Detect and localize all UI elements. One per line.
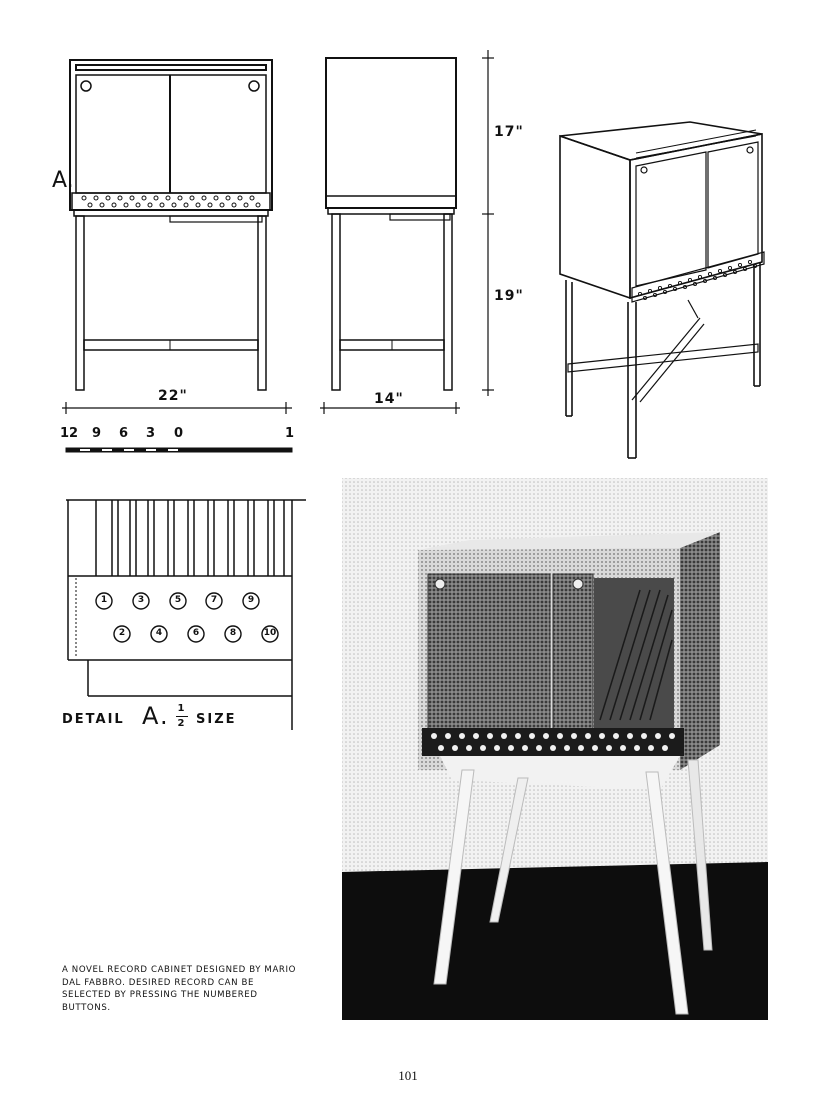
page-number: 101 bbox=[398, 1068, 418, 1083]
scale-label-1: 1 bbox=[285, 426, 295, 441]
detail-title-suffix: SIZE bbox=[196, 712, 237, 727]
detail-button-9: 9 bbox=[247, 595, 255, 605]
scale-label-9: 9 bbox=[92, 426, 102, 441]
detail-button-1: 1 bbox=[100, 595, 108, 605]
detail-button-5: 5 bbox=[174, 595, 182, 605]
scale-label-6: 6 bbox=[119, 426, 129, 441]
detail-fraction-bar bbox=[176, 716, 188, 717]
detail-button-4: 4 bbox=[155, 628, 163, 638]
scale-bar bbox=[65, 447, 293, 453]
upper-height-label: 17" bbox=[494, 124, 524, 140]
scale-label-0: 0 bbox=[174, 426, 184, 441]
photo-caption: A novel record cabinet designed by Mario… bbox=[62, 965, 296, 1013]
front-elevation bbox=[69, 59, 273, 391]
width-label: 22" bbox=[158, 388, 188, 404]
perspective-view bbox=[559, 121, 765, 459]
detail-fraction-numerator: 1 bbox=[177, 703, 187, 714]
detail-button-10: 10 bbox=[263, 628, 277, 638]
cabinet-photograph bbox=[342, 478, 768, 1020]
detail-button-7: 7 bbox=[210, 595, 218, 605]
detail-title-prefix: DETAIL bbox=[62, 712, 125, 727]
depth-label: 14" bbox=[374, 391, 404, 407]
detail-button-8: 8 bbox=[229, 628, 237, 638]
section-marker: A. bbox=[52, 168, 74, 193]
scale-label-12: 12 bbox=[60, 426, 79, 441]
detail-button-2: 2 bbox=[118, 628, 126, 638]
scale-label-3: 3 bbox=[146, 426, 156, 441]
lower-height-label: 19" bbox=[494, 288, 524, 304]
front-button-dots bbox=[81, 195, 261, 208]
side-elevation bbox=[325, 50, 494, 396]
detail-button-6: 6 bbox=[192, 628, 200, 638]
detail-drawing bbox=[66, 499, 306, 730]
detail-fraction-denominator: 2 bbox=[177, 718, 187, 729]
detail-button-3: 3 bbox=[137, 595, 145, 605]
detail-title-marker: A. bbox=[142, 702, 170, 730]
width-dimension-line bbox=[62, 402, 292, 414]
depth-dimension-line bbox=[320, 402, 460, 414]
